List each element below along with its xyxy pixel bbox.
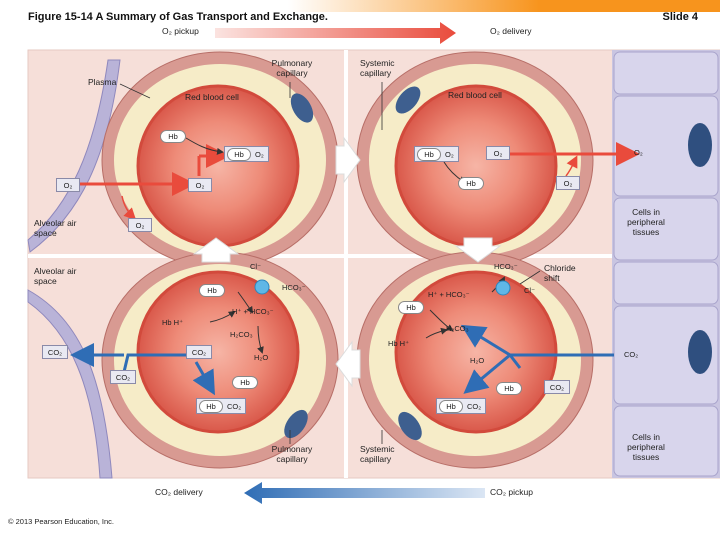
hco3-right: HCO₃⁻ bbox=[494, 262, 518, 271]
hco3-left: HCO₃⁻ bbox=[282, 283, 306, 292]
arrow-down bbox=[454, 237, 502, 263]
systemic-capillary-label-top: Systemic capillary bbox=[360, 58, 395, 78]
hb-deoxy: Hb bbox=[458, 177, 484, 190]
hb-left: Hb bbox=[199, 284, 225, 297]
chloride-shift-label: Chloride shift bbox=[544, 263, 576, 283]
hb-in-complex: Hb bbox=[227, 147, 251, 161]
alveolar-air-space-bottom: Alveolar air space bbox=[34, 266, 77, 286]
cells-peripheral-bottom: Cells in peripheral tissues bbox=[627, 432, 665, 462]
o2-released: O₂ bbox=[486, 146, 510, 160]
co2-in-complex: CO₂ bbox=[227, 401, 242, 411]
h-hco3-left: H⁺ + HCO₃⁻ bbox=[232, 307, 274, 316]
hb-right-2: Hb bbox=[496, 382, 522, 395]
h2co3-right: H₂CO₃ bbox=[446, 324, 469, 333]
figure-title: Figure 15-14 A Summary of Gas Transport … bbox=[28, 11, 328, 23]
hb-left-2: Hb bbox=[232, 376, 258, 389]
hb-hplus-left: Hb H⁺ bbox=[162, 318, 184, 327]
hbo2-complex-systemic: Hb O₂ bbox=[414, 146, 459, 162]
hbco2-complex-left: Hb CO₂ bbox=[196, 398, 247, 414]
o2-in-complex: O₂ bbox=[255, 149, 264, 159]
cl-ion-left: Cl⁻ bbox=[250, 262, 262, 271]
chloride-transporter-right bbox=[495, 280, 511, 296]
o2-pickup-label: O₂ pickup bbox=[162, 26, 199, 36]
co2-delivery-pathway bbox=[70, 291, 264, 396]
o2-plasma-right: O₂ bbox=[556, 176, 580, 190]
pulmonary-capillary-label-bottom: Pulmonary capillary bbox=[271, 444, 313, 464]
h-hco3-right: H⁺ + HCO₃⁻ bbox=[428, 290, 470, 299]
o2-flow-arrow bbox=[215, 22, 456, 44]
hb-hplus-right: Hb H⁺ bbox=[388, 339, 410, 348]
co2-plasma-right: CO₂ bbox=[544, 380, 570, 394]
co2-delivery-label: CO₂ delivery bbox=[155, 487, 203, 497]
hb-right: Hb bbox=[398, 301, 424, 314]
arrow-left bbox=[335, 340, 361, 388]
co2-flow-arrow bbox=[244, 482, 485, 504]
alveolar-wall bbox=[27, 59, 121, 479]
h2o-left: H₂O bbox=[254, 353, 269, 362]
rbc-top-left bbox=[136, 84, 300, 248]
slide-number: Slide 4 bbox=[662, 11, 698, 23]
co2-pickup-label: CO₂ pickup bbox=[490, 487, 533, 497]
arrow-top-right bbox=[335, 136, 361, 184]
hb-in-complex: Hb bbox=[439, 399, 463, 413]
hbco2-complex-right: Hb CO₂ bbox=[436, 398, 487, 414]
chloride-transporter-left bbox=[254, 279, 270, 295]
arrow-up bbox=[192, 237, 240, 263]
co2-tissue: CO₂ bbox=[624, 350, 639, 359]
systemic-capillary-label-bottom: Systemic capillary bbox=[360, 444, 395, 464]
h2co3-left: H₂CO₃ bbox=[230, 330, 253, 339]
alveolar-air-space-top: Alveolar air space bbox=[34, 218, 77, 238]
o2-plasma-left: O₂ bbox=[128, 218, 152, 232]
header-accent-bar bbox=[0, 0, 720, 12]
co2-pickup-pathway bbox=[425, 276, 614, 394]
o2-delivery-label: O₂ delivery bbox=[490, 26, 532, 36]
pulmonary-capillary-label-top: Pulmonary capillary bbox=[271, 58, 313, 78]
co2-in-rbc-left: CO₂ bbox=[186, 345, 212, 359]
o2-in-rbc: O₂ bbox=[188, 178, 212, 192]
o2-in-complex: O₂ bbox=[445, 149, 454, 159]
co2-in-complex: CO₂ bbox=[467, 401, 482, 411]
o2-tissue: O₂ bbox=[634, 148, 643, 157]
rbc-label-left: Red blood cell bbox=[185, 92, 239, 102]
co2-alveolar: CO₂ bbox=[42, 345, 68, 359]
hbo2-complex: Hb O₂ bbox=[224, 146, 269, 162]
rbc-label-right: Red blood cell bbox=[448, 90, 502, 100]
rbc-bottom-left bbox=[136, 270, 300, 434]
o2-alveolar: O₂ bbox=[56, 178, 80, 192]
copyright: © 2013 Pearson Education, Inc. bbox=[8, 517, 115, 526]
cells-peripheral-top: Cells in peripheral tissues bbox=[627, 207, 665, 237]
hb-molecule: Hb bbox=[160, 130, 186, 143]
hb-in-complex: Hb bbox=[199, 399, 223, 413]
cl-ion-right: Cl⁻ bbox=[524, 286, 536, 295]
peripheral-tissue-cells bbox=[612, 50, 720, 478]
hb-in-complex: Hb bbox=[417, 147, 441, 161]
co2-plasma-left: CO₂ bbox=[110, 370, 136, 384]
o2-pickup-pathway bbox=[80, 137, 230, 221]
plasma-label: Plasma bbox=[88, 77, 117, 87]
rbc-top-right bbox=[394, 84, 558, 248]
h2o-right: H₂O bbox=[470, 356, 485, 365]
